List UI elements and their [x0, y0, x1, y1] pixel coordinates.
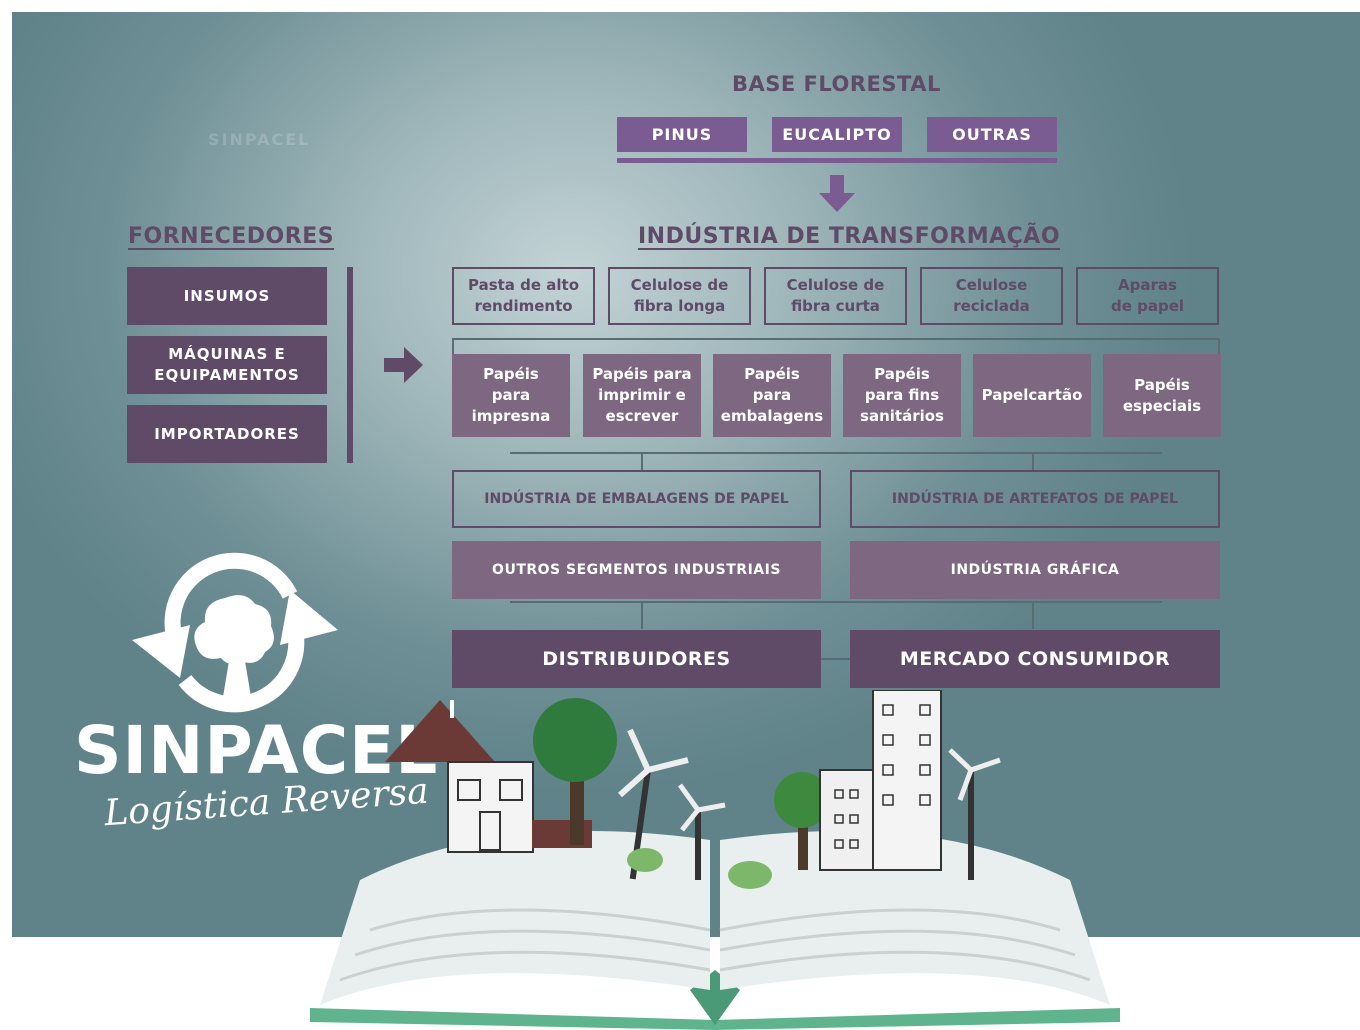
connector [452, 338, 1220, 340]
base-florestal-title: BASE FLORESTAL [732, 72, 941, 96]
connector [510, 601, 1162, 603]
fornecedor-maquinas: MÁQUINAS E EQUIPAMENTOS [127, 336, 327, 394]
raw-material-fibra-curta: Celulose de fibra curta [764, 267, 907, 325]
connector [641, 601, 643, 629]
paper-type-impresna: Papéis para impresna [452, 354, 570, 437]
base-underline [617, 158, 1057, 163]
paper-type-sanitarios: Papéis para fins sanitários [843, 354, 961, 437]
distribuidores-box: DISTRIBUIDORES [452, 630, 821, 688]
industria-artefatos: INDÚSTRIA DE ARTEFATOS DE PAPEL [850, 470, 1220, 528]
connector [510, 452, 1162, 454]
paper-type-embalagens: Papéis para embalagens [713, 354, 831, 437]
raw-material-aparas: Aparas de papel [1076, 267, 1219, 325]
watermark-text: SINPACEL [208, 130, 311, 149]
transformacao-title: INDÚSTRIA DE TRANSFORMAÇÃO [638, 224, 1061, 249]
connector [1032, 601, 1034, 629]
paper-type-imprimir: Papéis para imprimir e escrever [583, 354, 701, 437]
fornecedor-importadores: IMPORTADORES [127, 405, 327, 463]
right-arrow-icon [384, 347, 423, 383]
fornecedor-insumos: INSUMOS [127, 267, 327, 325]
popup-book-illustration [310, 690, 1120, 1030]
industria-embalagens: INDÚSTRIA DE EMBALAGENS DE PAPEL [452, 470, 821, 528]
paper-type-papelcartao: Papelcartão [973, 354, 1091, 437]
recycle-tree-logo-icon [132, 552, 338, 713]
connector [820, 658, 850, 660]
outros-segmentos: OUTROS SEGMENTOS INDUSTRIAIS [452, 541, 821, 599]
paper-type-especiais: Papéis especiais [1103, 354, 1221, 437]
down-arrow-icon [819, 175, 855, 212]
connector [1218, 338, 1220, 354]
mercado-consumidor-box: MERCADO CONSUMIDOR [850, 630, 1220, 688]
base-item-eucalipto: EUCALIPTO [772, 117, 902, 152]
base-item-pinus: PINUS [617, 117, 747, 152]
diagram-background: SINPACEL BASE FLORESTAL PINUS EUCALIPTO … [12, 12, 1360, 937]
raw-material-fibra-longa: Celulose de fibra longa [608, 267, 751, 325]
raw-material-pasta: Pasta de alto rendimento [452, 267, 595, 325]
industria-grafica: INDÚSTRIA GRÁFICA [850, 541, 1220, 599]
fornecedores-bracket [347, 267, 353, 463]
base-item-outras: OUTRAS [927, 117, 1057, 152]
fornecedores-title: FORNECEDORES [128, 224, 335, 249]
logo-name: SINPACEL [74, 712, 439, 789]
raw-material-reciclada: Celulose reciclada [920, 267, 1063, 325]
connector [1032, 452, 1034, 470]
connector [452, 338, 454, 354]
connector [641, 452, 643, 470]
